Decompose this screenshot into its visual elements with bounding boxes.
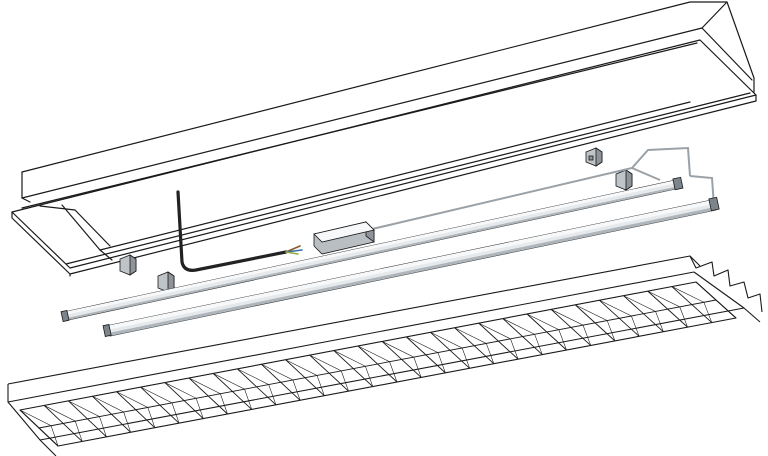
mounting-clips (119, 147, 633, 293)
louver-crossbar (38, 299, 717, 429)
led-driver-icon (313, 221, 375, 255)
power-cable (176, 190, 303, 272)
led-tube-icon (60, 176, 684, 322)
luminaire-housing (11, 1, 757, 277)
louver-grid (7, 255, 763, 456)
mounting-clip-icon (157, 271, 175, 293)
mounting-clip-icon (615, 169, 633, 191)
led-tube-icon (102, 196, 720, 337)
wire-bracket (367, 146, 715, 231)
louver-cells (19, 281, 737, 447)
mounting-clip-icon (585, 147, 603, 167)
mounting-clip-icon (119, 254, 137, 276)
